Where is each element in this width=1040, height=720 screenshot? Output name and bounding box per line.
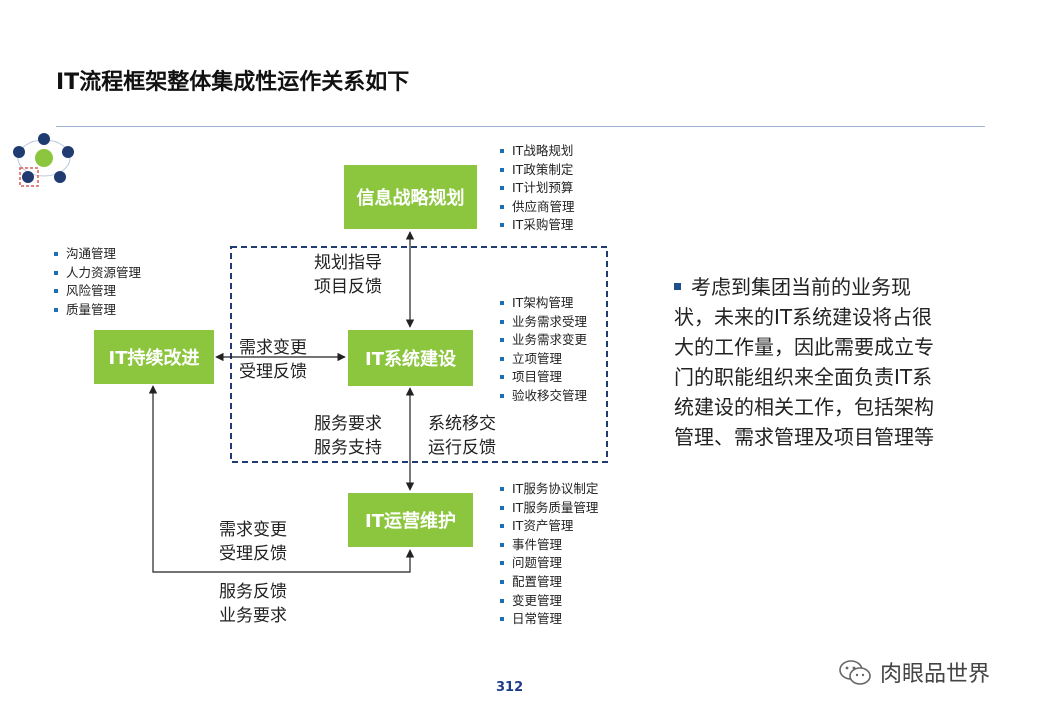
wechat-icon xyxy=(839,660,871,685)
edge-label-improve-build: 需求变更 受理反馈 xyxy=(239,338,307,382)
process-cycle-thumbnail-icon xyxy=(13,133,74,187)
list-item: 业务需求受理 xyxy=(500,313,587,332)
watermark: 肉眼品世界 xyxy=(838,656,990,688)
list-item: IT服务质量管理 xyxy=(500,499,598,518)
page-title: IT流程框架整体集成性运作关系如下 xyxy=(56,70,410,95)
list-improve: 沟通管理 人力资源管理 风险管理 质量管理 xyxy=(54,245,141,319)
list-item: 人力资源管理 xyxy=(54,264,141,283)
list-item: 质量管理 xyxy=(54,301,141,320)
list-item: 验收移交管理 xyxy=(500,387,587,406)
list-item: IT架构管理 xyxy=(500,294,587,313)
edge-label-strategy-build: 规划指导 项目反馈 xyxy=(314,253,382,297)
list-item: IT服务协议制定 xyxy=(500,480,598,499)
edge-label-build-ops-right: 系统移交 运行反馈 xyxy=(428,414,496,458)
box-build[interactable]: IT系统建设 xyxy=(348,330,473,386)
edge-label-ops-improve-top: 需求变更 受理反馈 xyxy=(219,520,287,564)
list-item: 日常管理 xyxy=(500,610,598,629)
list-item: IT政策制定 xyxy=(500,161,575,180)
list-ops: IT服务协议制定 IT服务质量管理 IT资产管理 事件管理 问题管理 配置管理 … xyxy=(500,480,598,629)
title-divider xyxy=(56,126,985,127)
list-item: 风险管理 xyxy=(54,282,141,301)
list-item: 沟通管理 xyxy=(54,245,141,264)
side-note-text: 考虑到集团当前的业务现状，未来的IT系统建设将占很大的工作量，因此需要成立专门的… xyxy=(674,275,934,449)
list-item: 变更管理 xyxy=(500,592,598,611)
side-note: 考虑到集团当前的业务现状，未来的IT系统建设将占很大的工作量，因此需要成立专门的… xyxy=(674,272,944,452)
list-item: 问题管理 xyxy=(500,554,598,573)
list-strategy: IT战略规划 IT政策制定 IT计划预算 供应商管理 IT采购管理 xyxy=(500,142,575,235)
list-build: IT架构管理 业务需求受理 业务需求变更 立项管理 项目管理 验收移交管理 xyxy=(500,294,587,406)
box-strategy[interactable]: 信息战略规划 xyxy=(344,165,477,229)
list-item: 项目管理 xyxy=(500,368,587,387)
edge-label-ops-improve-bottom: 服务反馈 业务要求 xyxy=(219,582,287,626)
edge-label-build-ops-left: 服务要求 服务支持 xyxy=(314,414,382,458)
list-item: IT采购管理 xyxy=(500,216,575,235)
arrow-ops-improve xyxy=(148,385,415,573)
box-ops[interactable]: IT运营维护 xyxy=(348,493,473,547)
box-improve[interactable]: IT持续改进 xyxy=(94,330,214,384)
list-item: 立项管理 xyxy=(500,350,587,369)
page-number: 312 xyxy=(496,680,524,695)
note-bullet-icon xyxy=(674,283,681,290)
list-item: IT资产管理 xyxy=(500,517,598,536)
list-item: 业务需求变更 xyxy=(500,331,587,350)
list-item: IT战略规划 xyxy=(500,142,575,161)
list-item: 供应商管理 xyxy=(500,198,575,217)
watermark-text: 肉眼品世界 xyxy=(880,662,991,687)
list-item: 事件管理 xyxy=(500,536,598,555)
list-item: 配置管理 xyxy=(500,573,598,592)
list-item: IT计划预算 xyxy=(500,179,575,198)
